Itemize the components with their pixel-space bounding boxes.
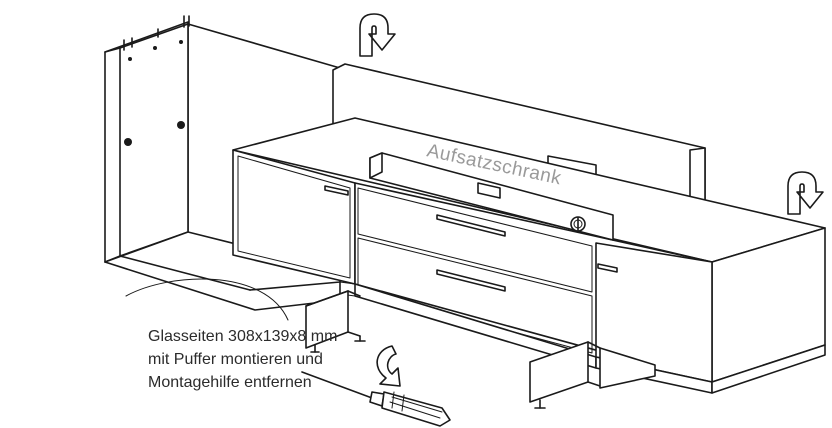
turn-arrow-icon: [376, 345, 401, 387]
rotate-arrow-icon: [359, 13, 396, 57]
glass-panel-left: [305, 290, 366, 353]
cam-fitting: [177, 121, 185, 129]
hole: [153, 46, 157, 50]
left-side-panel: [104, 15, 190, 263]
back-top-edge: [187, 23, 341, 69]
rotate-arrow-icon: [787, 171, 824, 215]
cam-fitting: [124, 138, 132, 146]
hole: [128, 57, 132, 61]
callout-line-3: Montagehilfe entfernen: [148, 374, 312, 391]
callout-leader: [125, 278, 289, 321]
base-extension: [599, 347, 656, 389]
handle: [436, 269, 506, 292]
handle: [436, 214, 506, 237]
handle: [324, 185, 349, 196]
handle: [597, 263, 618, 273]
hole: [179, 40, 183, 44]
main-cabinet: [232, 117, 826, 394]
callout-line-2: mit Puffer montieren und: [148, 351, 323, 368]
glass-panel-right: [529, 341, 601, 409]
callout-line-1: Glasseiten 308x139x8 mm: [148, 328, 337, 345]
screwdriver-icon: [301, 371, 451, 427]
mounting-aid-bar: [369, 152, 614, 241]
